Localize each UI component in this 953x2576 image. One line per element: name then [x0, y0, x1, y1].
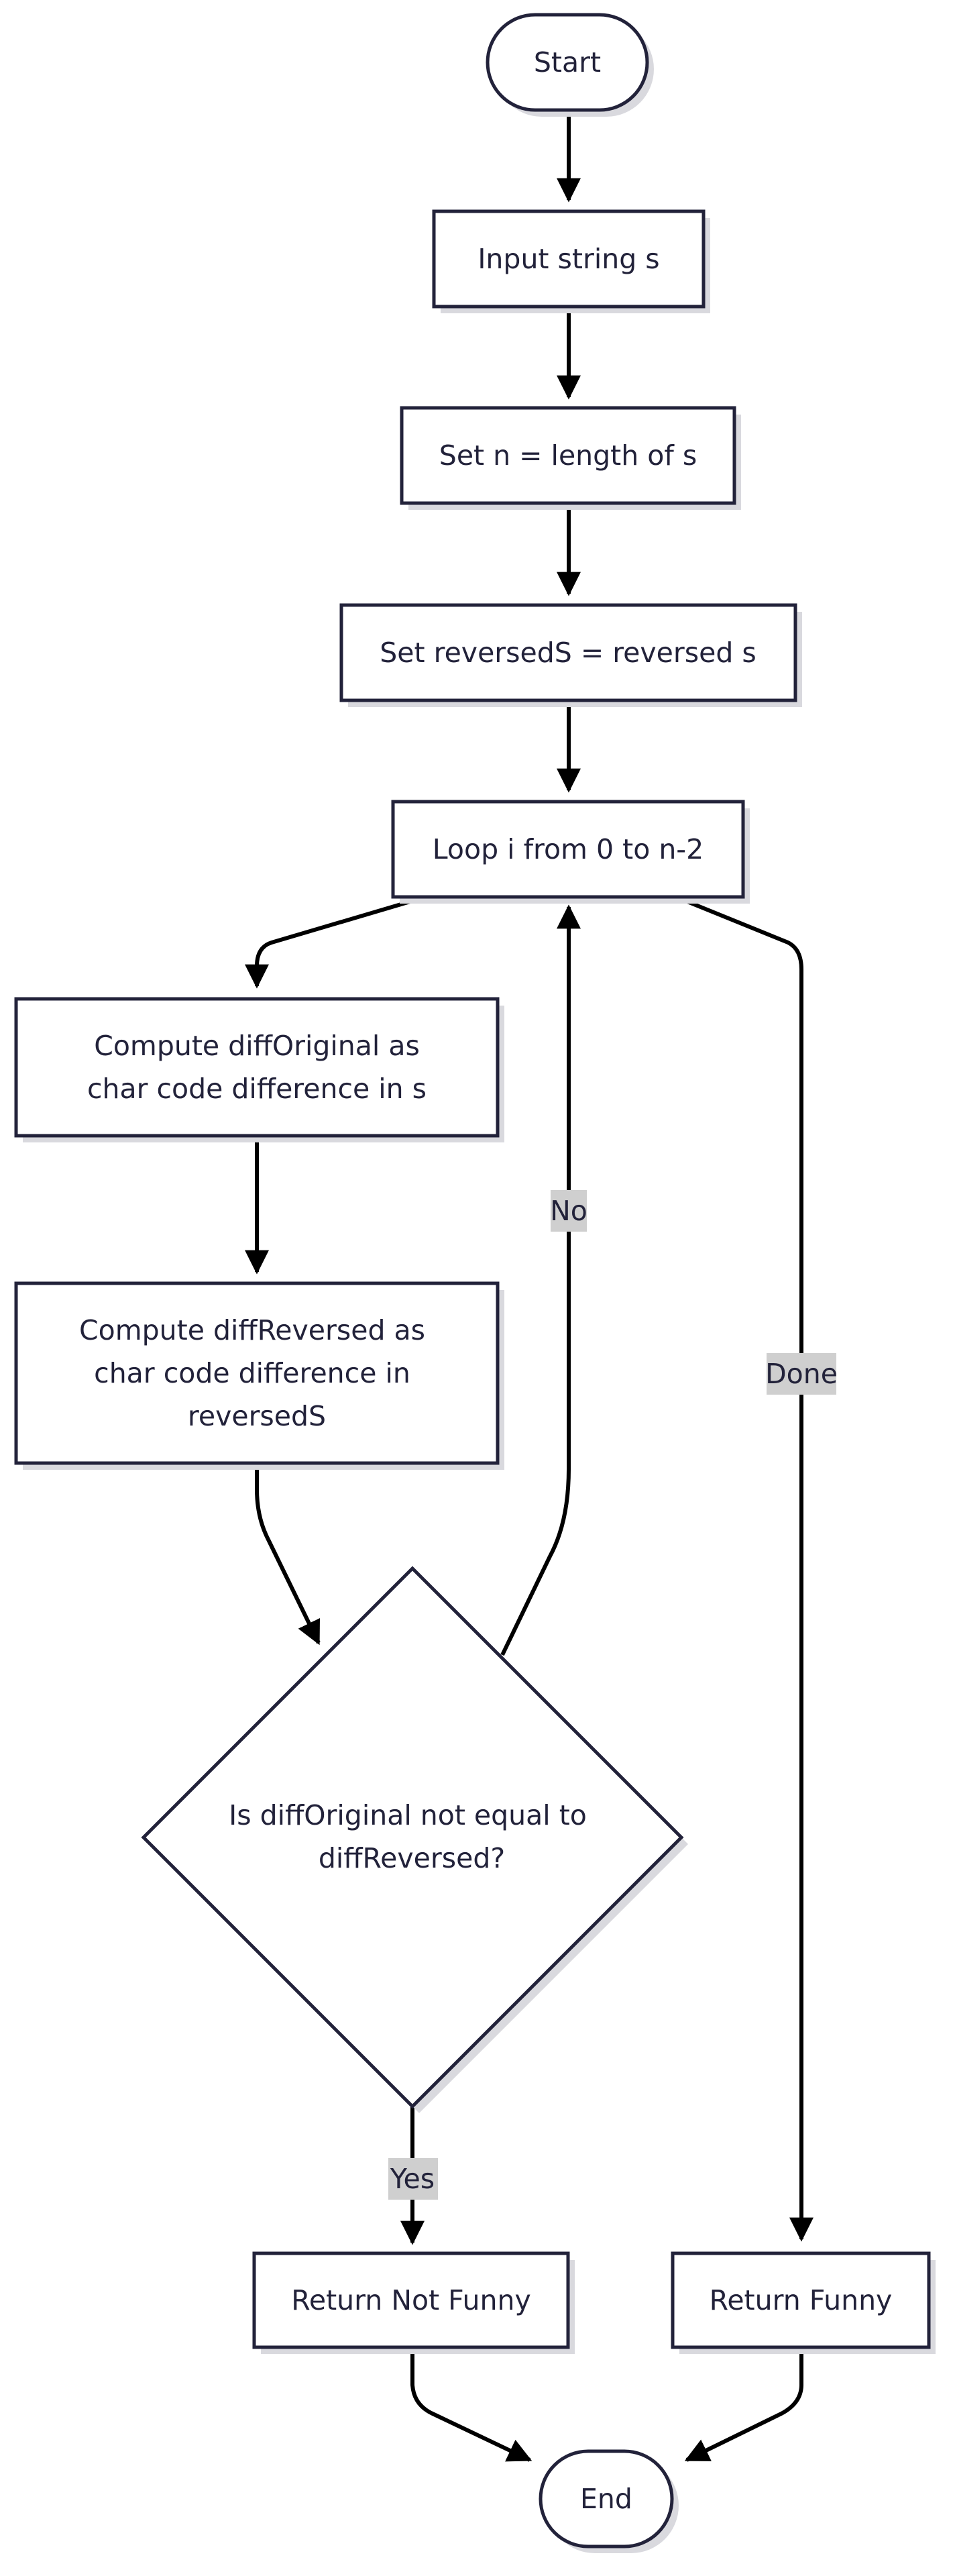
edge-loop-to-funny: [679, 897, 814, 2242]
edge-funny-to-end: [684, 2345, 803, 2462]
node-decision-line-2: diffReversed?: [319, 1842, 505, 1874]
edge-label-done: Done: [765, 1353, 838, 1395]
node-set-reversed: Set reversedS = reversed s: [339, 603, 802, 707]
node-set-n: Set n = length of s: [400, 406, 741, 510]
node-return-not-funny-text: Return Not Funny: [291, 2284, 531, 2316]
node-compute-diff-reversed: Compute diffReversed as char code differ…: [14, 1281, 504, 1470]
edge-label-no: No: [550, 1190, 587, 1232]
node-set-reversed-text: Set reversedS = reversed s: [380, 637, 756, 669]
edge-label-yes: Yes: [388, 2158, 438, 2200]
node-compute-diff-original-line-2: char code difference in s: [87, 1073, 427, 1105]
edge-not-funny-to-end: [410, 2345, 532, 2462]
node-compute-diff-reversed-line-2: char code difference in: [94, 1357, 410, 1389]
node-loop: Loop i from 0 to n-2: [391, 800, 750, 904]
node-input-string-text: Input string s: [478, 243, 659, 275]
node-loop-text: Loop i from 0 to n-2: [433, 833, 704, 865]
node-decision-line-1: Is diffOriginal not equal to: [229, 1799, 587, 1831]
edge-label-done-text: Done: [765, 1358, 838, 1390]
node-set-n-text: Set n = length of s: [439, 439, 697, 472]
node-compute-diff-reversed-line-3: reversedS: [188, 1400, 326, 1432]
node-end: End: [539, 2449, 679, 2553]
node-return-not-funny: Return Not Funny: [252, 2251, 575, 2354]
node-start: Start: [486, 13, 654, 117]
node-return-funny-text: Return Funny: [710, 2284, 893, 2316]
node-compute-diff-reversed-line-1: Compute diffReversed as: [79, 1314, 425, 1346]
node-compute-diff-original-line-1: Compute diffOriginal as: [94, 1030, 420, 1062]
edge-label-no-text: No: [550, 1195, 587, 1227]
node-input-string: Input string s: [432, 209, 710, 313]
node-end-text: End: [580, 2483, 632, 2515]
node-compute-diff-original: Compute diffOriginal as char code differ…: [14, 997, 504, 1142]
edge-label-yes-text: Yes: [390, 2163, 435, 2195]
edges: [245, 112, 814, 2462]
node-start-text: Start: [534, 46, 601, 78]
edge-compute-reversed-to-decision: [255, 1465, 321, 1646]
node-return-funny: Return Funny: [671, 2251, 936, 2354]
edge-loop-to-compute-original: [245, 897, 420, 989]
edge-decision-to-loop-no: [500, 904, 581, 1656]
node-decision: Is diffOriginal not equal to diffReverse…: [141, 1566, 688, 2113]
